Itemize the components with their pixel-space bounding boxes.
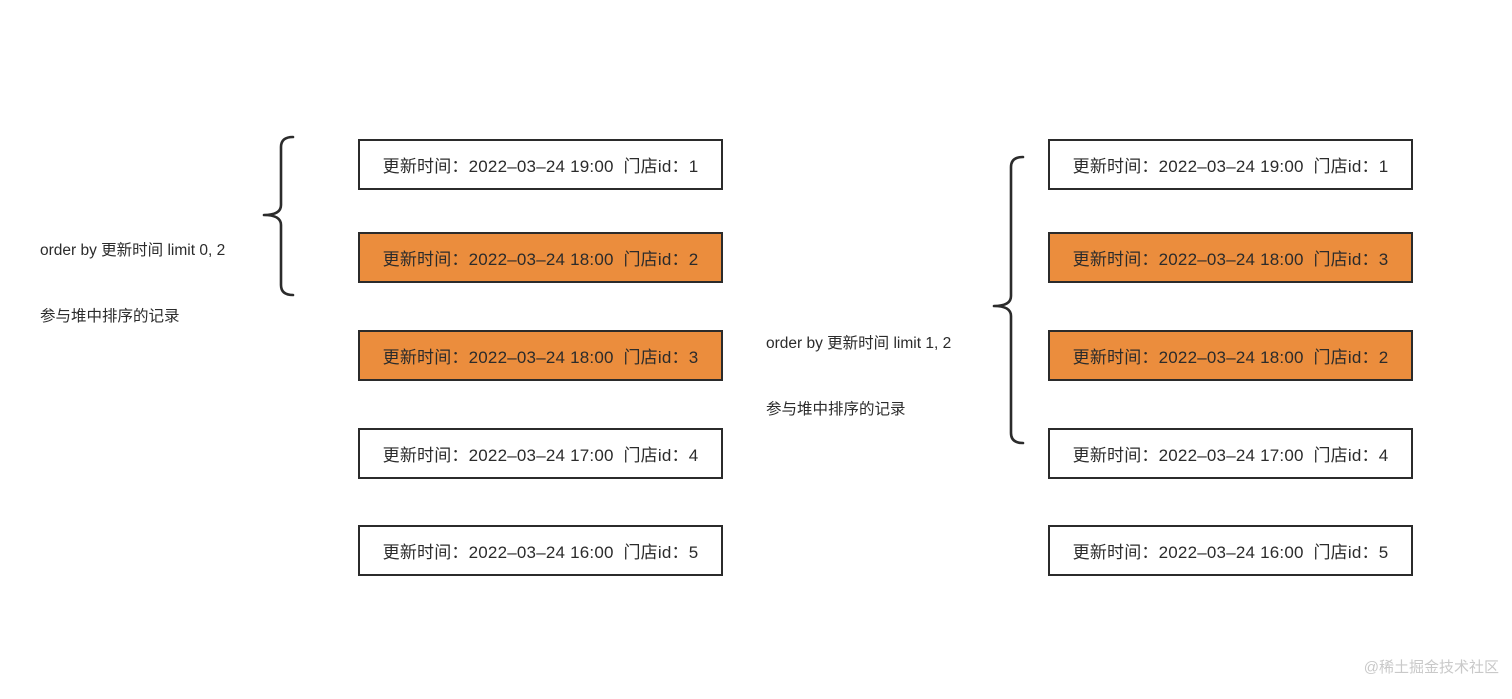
left-group-label-line1: order by 更新时间 limit 0, 2 — [40, 242, 226, 259]
record-row-left-2: 更新时间：2022–03–24 18:00 门店id：2 — [358, 232, 723, 283]
record-row-right-2: 更新时间：2022–03–24 18:00 门店id：3 — [1048, 232, 1413, 283]
right-group-label-line1: order by 更新时间 limit 1, 2 — [766, 335, 952, 352]
record-row-right-1: 更新时间：2022–03–24 19:00 门店id：1 — [1048, 139, 1413, 190]
right-group-label: order by 更新时间 limit 1, 2 参与堆中排序的记录 — [766, 289, 951, 465]
record-row-right-4: 更新时间：2022–03–24 17:00 门店id：4 — [1048, 428, 1413, 479]
record-row-left-1: 更新时间：2022–03–24 19:00 门店id：1 — [358, 139, 723, 190]
right-curly-brace — [992, 155, 1025, 445]
left-group-label-line2: 参与堆中排序的记录 — [40, 308, 180, 325]
record-row-left-5: 更新时间：2022–03–24 16:00 门店id：5 — [358, 525, 723, 576]
record-row-left-3: 更新时间：2022–03–24 18:00 门店id：3 — [358, 330, 723, 381]
left-group-label: order by 更新时间 limit 0, 2 参与堆中排序的记录 — [40, 196, 225, 372]
record-row-right-5: 更新时间：2022–03–24 16:00 门店id：5 — [1048, 525, 1413, 576]
left-curly-brace — [262, 135, 295, 297]
watermark: @稀土掘金技术社区 — [1363, 659, 1499, 676]
record-row-left-4: 更新时间：2022–03–24 17:00 门店id：4 — [358, 428, 723, 479]
record-row-right-3: 更新时间：2022–03–24 18:00 门店id：2 — [1048, 330, 1413, 381]
right-group-label-line2: 参与堆中排序的记录 — [766, 401, 906, 418]
